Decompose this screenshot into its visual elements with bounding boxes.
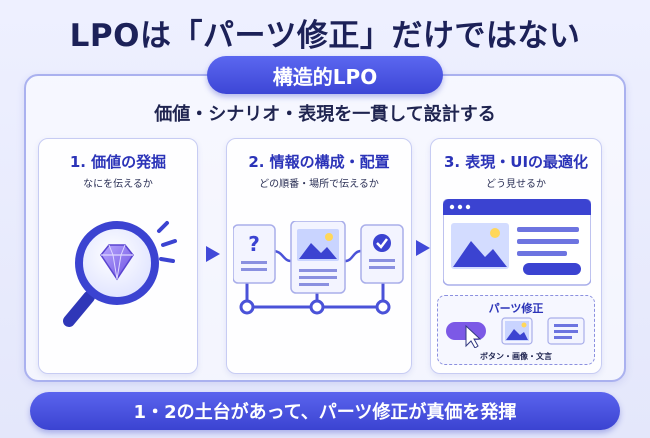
check-card-icon xyxy=(360,224,404,284)
question-card-icon: ? xyxy=(233,224,276,284)
parts-icons xyxy=(446,317,585,348)
step-2-subtitle: どの順番・場所で伝えるか xyxy=(259,179,379,190)
step-2-panel: 2. 情報の構成・配置 どの順番・場所で伝えるか ? xyxy=(226,138,412,374)
arrow-right-icon xyxy=(416,240,430,256)
step-1-panel: 1. 価値の発掘 なにを伝えるか xyxy=(38,138,198,374)
parts-fix-box: パーツ修正 ボタン・画像・文言 xyxy=(437,295,595,365)
main-title: LPOは「パーツ修正」だけではない xyxy=(69,18,581,54)
svg-text:?: ? xyxy=(248,232,260,256)
step-2-title: 2. 情報の構成・配置 xyxy=(248,153,390,171)
browser-window-icon xyxy=(443,199,591,286)
subtitle: 価値・シナリオ・表現を一貫して設計する xyxy=(154,104,496,125)
flow-layout-diagram: ? xyxy=(233,221,404,315)
parts-fix-title: パーツ修正 xyxy=(488,302,544,315)
button-cursor-icon xyxy=(446,322,486,348)
magnifier-diamond-icon xyxy=(63,221,177,327)
step-3-title: 3. 表現・UIの最適化 xyxy=(443,153,589,171)
image-icon xyxy=(501,317,533,345)
step-1-subtitle: なにを伝えるか xyxy=(83,179,153,190)
arrow-right-icon xyxy=(206,246,220,262)
image-card-icon xyxy=(290,221,346,294)
text-icon xyxy=(547,317,585,345)
parts-fix-caption: ボタン・画像・文言 xyxy=(480,352,552,361)
footer-banner: 1・2の土台があって、パーツ修正が真価を発揮 xyxy=(30,392,620,430)
step-3-subtitle: どう見せるか xyxy=(486,179,546,190)
step-3-panel: 3. 表現・UIの最適化 どう見せるか パーツ修正 xyxy=(430,138,602,374)
structural-lpo-badge: 構造的LPO xyxy=(207,56,443,94)
step-1-title: 1. 価値の発掘 xyxy=(69,153,167,171)
